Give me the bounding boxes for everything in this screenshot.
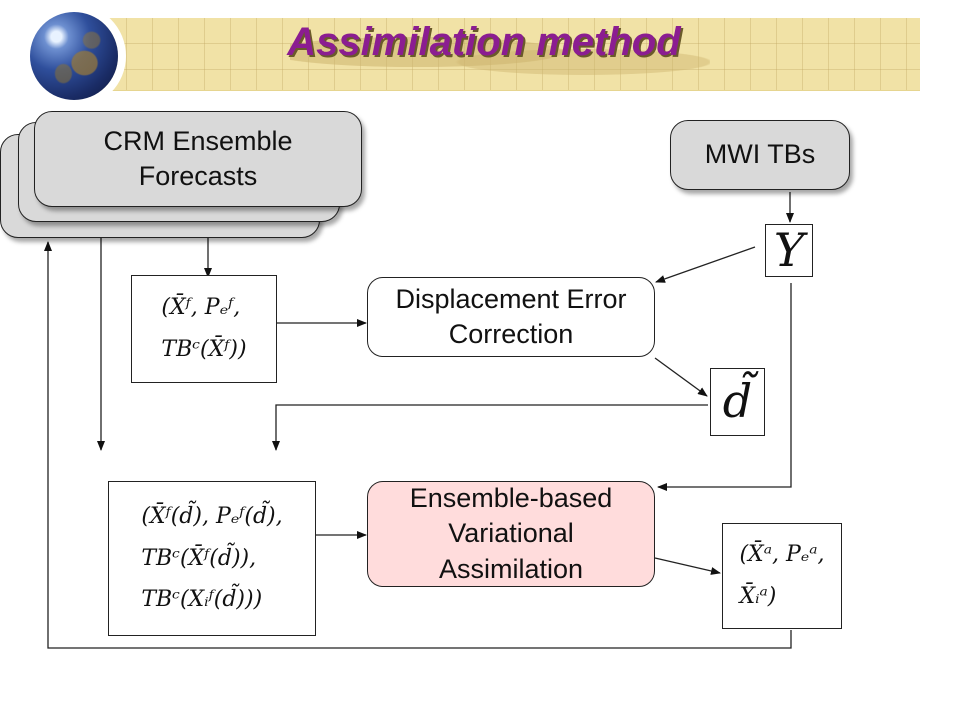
arrow-d-to-corrected bbox=[272, 404, 708, 451]
forecast-stats-node: (X̄ᶠ, Pₑᶠ, TBᶜ(X̄ᶠ)) bbox=[131, 275, 277, 383]
forecast-stats-expr: (X̄ᶠ, Pₑᶠ, TBᶜ(X̄ᶠ)) bbox=[161, 295, 247, 362]
d-symbol: d̃ bbox=[722, 374, 753, 429]
crm-ensemble-label: CRM Ensemble Forecasts bbox=[103, 125, 293, 191]
displacement-error-label: Displacement Error Correction bbox=[395, 283, 627, 349]
arrow-y-to-envar bbox=[657, 283, 792, 491]
arrow-y-to-displacement bbox=[655, 246, 756, 283]
title-banner bbox=[100, 18, 920, 91]
envar-label: Ensemble-based Variational Assimilation bbox=[409, 483, 613, 584]
mwi-tbs-label: MWI TBs bbox=[704, 139, 816, 170]
analysis-expr: (X̄ᵃ, Pₑᵃ, X̄ᵢᵃ) bbox=[739, 542, 825, 609]
crm-ensemble-node: CRM Ensemble Forecasts bbox=[34, 111, 362, 207]
banner-map-land bbox=[290, 32, 710, 82]
d-node: d̃ bbox=[710, 368, 765, 436]
envar-node: Ensemble-based Variational Assimilation bbox=[367, 481, 655, 587]
arrow-envar-to-analysis bbox=[654, 557, 721, 575]
displacement-error-node: Displacement Error Correction bbox=[367, 277, 655, 357]
page-title: Assimilation method bbox=[287, 20, 681, 64]
arrow-displacement-to-d bbox=[654, 357, 708, 397]
arrow-feedback-loop bbox=[44, 241, 792, 649]
y-node: Y bbox=[765, 223, 813, 277]
corrected-stats-expr: (X̄ᶠ(d̃), Pₑᶠ(d̃), TBᶜ(X̄ᶠ(d̃)), TBᶜ(Xᵢᶠ… bbox=[141, 503, 283, 613]
corrected-stats-node: (X̄ᶠ(d̃), Pₑᶠ(d̃), TBᶜ(X̄ᶠ(d̃)), TBᶜ(Xᵢᶠ… bbox=[108, 481, 316, 636]
globe-icon bbox=[30, 12, 118, 100]
mwi-tbs-node: MWI TBs bbox=[670, 120, 850, 190]
y-symbol: Y bbox=[773, 222, 805, 277]
analysis-node: (X̄ᵃ, Pₑᵃ, X̄ᵢᵃ) bbox=[722, 523, 842, 629]
